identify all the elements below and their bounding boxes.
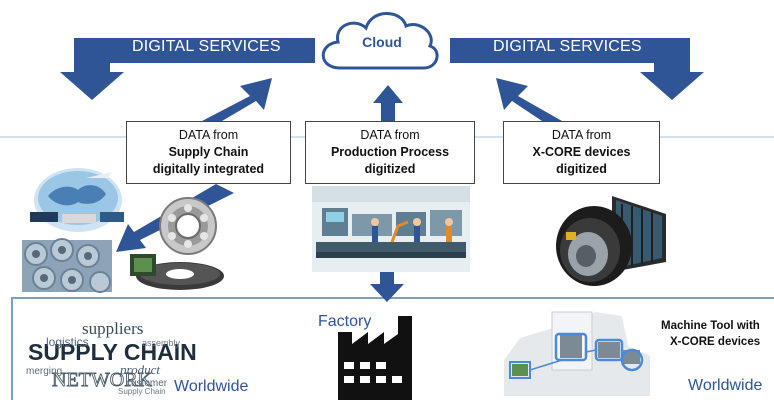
xcore-spindle-image	[556, 196, 666, 286]
worldwide-label-left: Worldwide	[174, 378, 249, 395]
worldwide-label-right: Worldwide	[688, 377, 763, 394]
arrow-production-up	[373, 85, 403, 121]
production-line-image	[312, 186, 470, 272]
data-box-xcore-devices: DATA from X-CORE devices digitized	[503, 121, 660, 184]
data-box-supply-chain: DATA from Supply Chain digitally integra…	[126, 121, 291, 184]
word-cloud-word: suppliers	[82, 319, 143, 338]
metal-flanges-image	[22, 238, 112, 293]
factory-label: Factory	[318, 313, 372, 330]
data-box-line: digitized	[364, 162, 416, 176]
encoder-disc-image	[130, 254, 224, 290]
digital-services-arrow-left	[60, 38, 315, 100]
factory-icon	[338, 316, 412, 400]
word-cloud-word: assembly	[142, 338, 181, 348]
word-cloud-word: merging	[26, 366, 62, 377]
arrow-production-down	[370, 272, 404, 302]
cloud-label: Cloud	[362, 34, 402, 50]
digital-services-label-right: DIGITAL SERVICES	[493, 38, 642, 55]
arrow-supply-up	[202, 78, 272, 121]
data-box-line: DATA from	[178, 128, 239, 142]
data-box-line: X-CORE devices	[532, 145, 631, 159]
data-box-production-process: DATA from Production Process digitized	[305, 121, 475, 184]
supply-chain-word-cloud: SUPPLY CHAIN suppliers logistics NETWORK…	[24, 312, 197, 396]
arrow-xcore-up	[496, 78, 562, 121]
word-cloud-word: Supply Chain	[118, 387, 166, 396]
data-box-line: Supply Chain	[168, 145, 249, 159]
machine-tool-label-line: X-CORE devices	[670, 336, 761, 348]
digital-services-arrow-right	[450, 38, 704, 100]
word-cloud-word: customer	[126, 378, 168, 389]
data-box-line: digitally integrated	[152, 162, 265, 176]
word-cloud-word: logistics	[46, 335, 89, 349]
word-cloud-word: NETWORK	[52, 369, 153, 391]
word-cloud-main: SUPPLY CHAIN	[28, 339, 197, 365]
data-box-line: DATA from	[551, 128, 612, 142]
data-box-line: Production Process	[330, 145, 450, 159]
data-box-line: DATA from	[360, 128, 420, 142]
machine-tool-image	[504, 311, 650, 396]
ball-bearing-image	[159, 197, 217, 255]
digital-services-label-left: DIGITAL SERVICES	[132, 38, 281, 55]
logistics-globe-image	[30, 168, 124, 232]
machine-tool-label-line: Machine Tool with	[661, 320, 760, 332]
word-cloud-word: product	[119, 362, 160, 377]
cloud-shape	[321, 12, 439, 70]
data-box-line: digitized	[556, 162, 607, 176]
machine-tool-label: Machine Tool with X-CORE devices	[661, 318, 760, 350]
